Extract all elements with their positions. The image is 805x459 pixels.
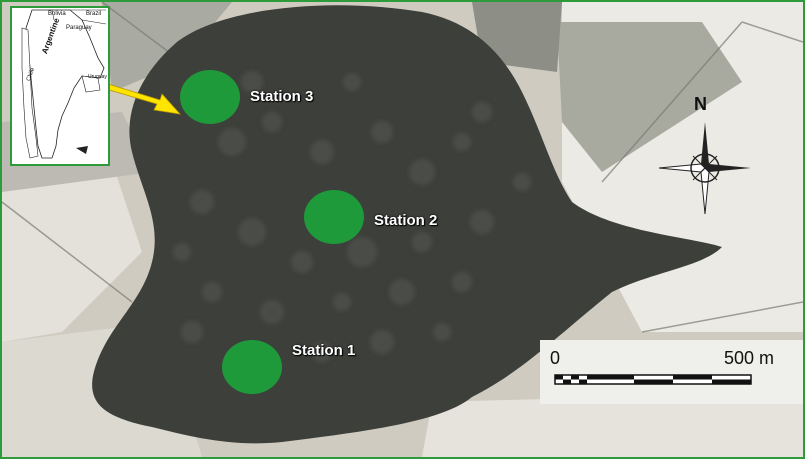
north-label: N [694, 94, 707, 114]
station-1-marker [222, 340, 282, 394]
inset-label-uruguay: Uruguay [88, 74, 107, 80]
station-2-marker [304, 190, 364, 244]
lagoon [92, 5, 722, 444]
field-patch [557, 22, 742, 172]
scale-bar: 0 500 m [540, 340, 803, 404]
compass-rose-icon [658, 122, 751, 215]
field-patch [102, 2, 232, 92]
field-patch [422, 392, 803, 457]
scale-start-label: 0 [550, 348, 561, 368]
scale-end-label: 500 m [724, 348, 775, 368]
station-2-label: Station 2 [374, 212, 438, 229]
station-3-marker [180, 70, 240, 124]
argentina-outline [21, 9, 107, 159]
scale-bar-graphic [554, 374, 752, 385]
inset-locator-map: Bolivia Brazil Paraguay Argentine Chile … [10, 6, 110, 166]
inset-label-brazil: Brazil [86, 11, 102, 17]
station-3-label: Station 3 [250, 88, 314, 105]
vegetation-texture [173, 71, 531, 362]
inset-label-bolivia: Bolivia [48, 11, 66, 17]
field-patch [2, 162, 142, 342]
inset-label-paraguay: Paraguay [66, 25, 92, 31]
station-1-label: Station 1 [292, 342, 356, 359]
